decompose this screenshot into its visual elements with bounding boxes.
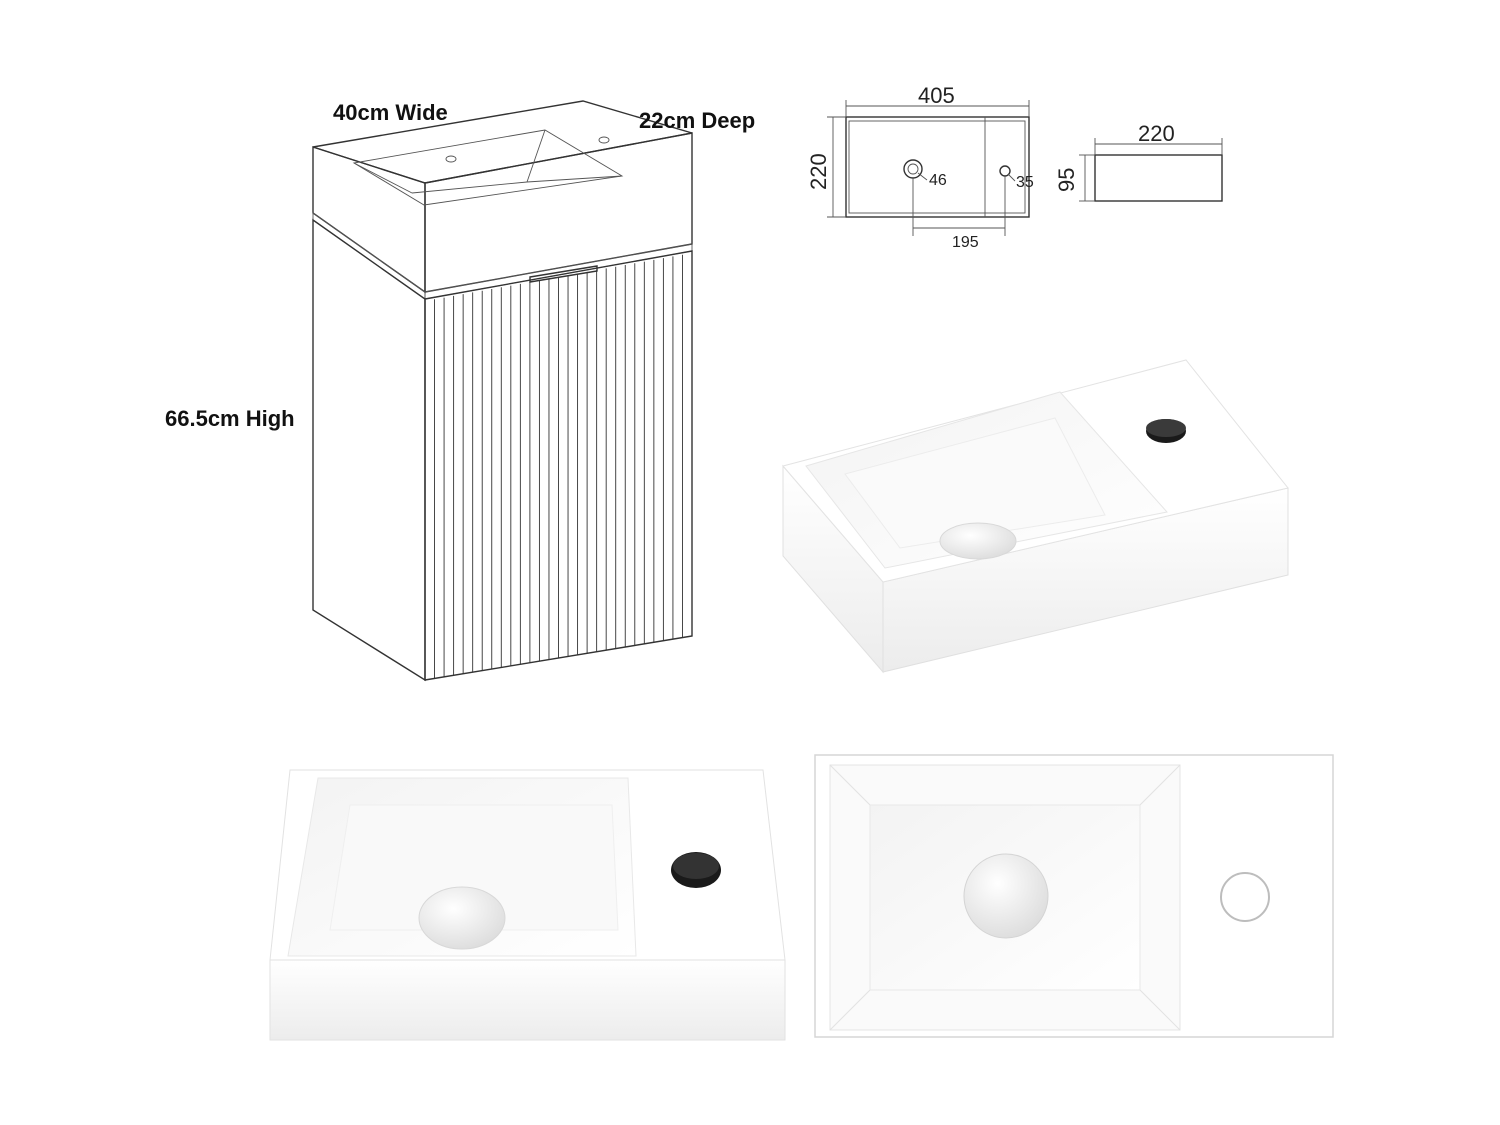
top-view-drawing: 405 220 46 35 195 (806, 83, 1034, 251)
length-dimension: 405 (918, 83, 955, 108)
sink-photo-top (814, 754, 1334, 1038)
depth-label: 22cm Deep (639, 108, 755, 133)
side-width-dimension: 220 (1138, 121, 1175, 146)
cabinet-drawing: 40cm Wide 22cm Deep 66.5cm High (165, 100, 755, 682)
hole-spacing-dimension: 195 (952, 234, 979, 251)
width-dimension: 220 (806, 153, 831, 190)
sink-photo-front (269, 769, 786, 1041)
tap-hole (1220, 872, 1270, 922)
height-label: 66.5cm High (165, 406, 295, 431)
width-label: 40cm Wide (333, 100, 448, 125)
side-height-dimension: 95 (1054, 168, 1079, 192)
side-view-drawing: 220 95 (1054, 121, 1223, 202)
sink-photo-angled (782, 359, 1289, 674)
drain-diameter: 46 (929, 172, 947, 189)
fluted-door-grooves (434, 254, 683, 679)
tap-hole-diameter: 35 (1016, 174, 1034, 191)
